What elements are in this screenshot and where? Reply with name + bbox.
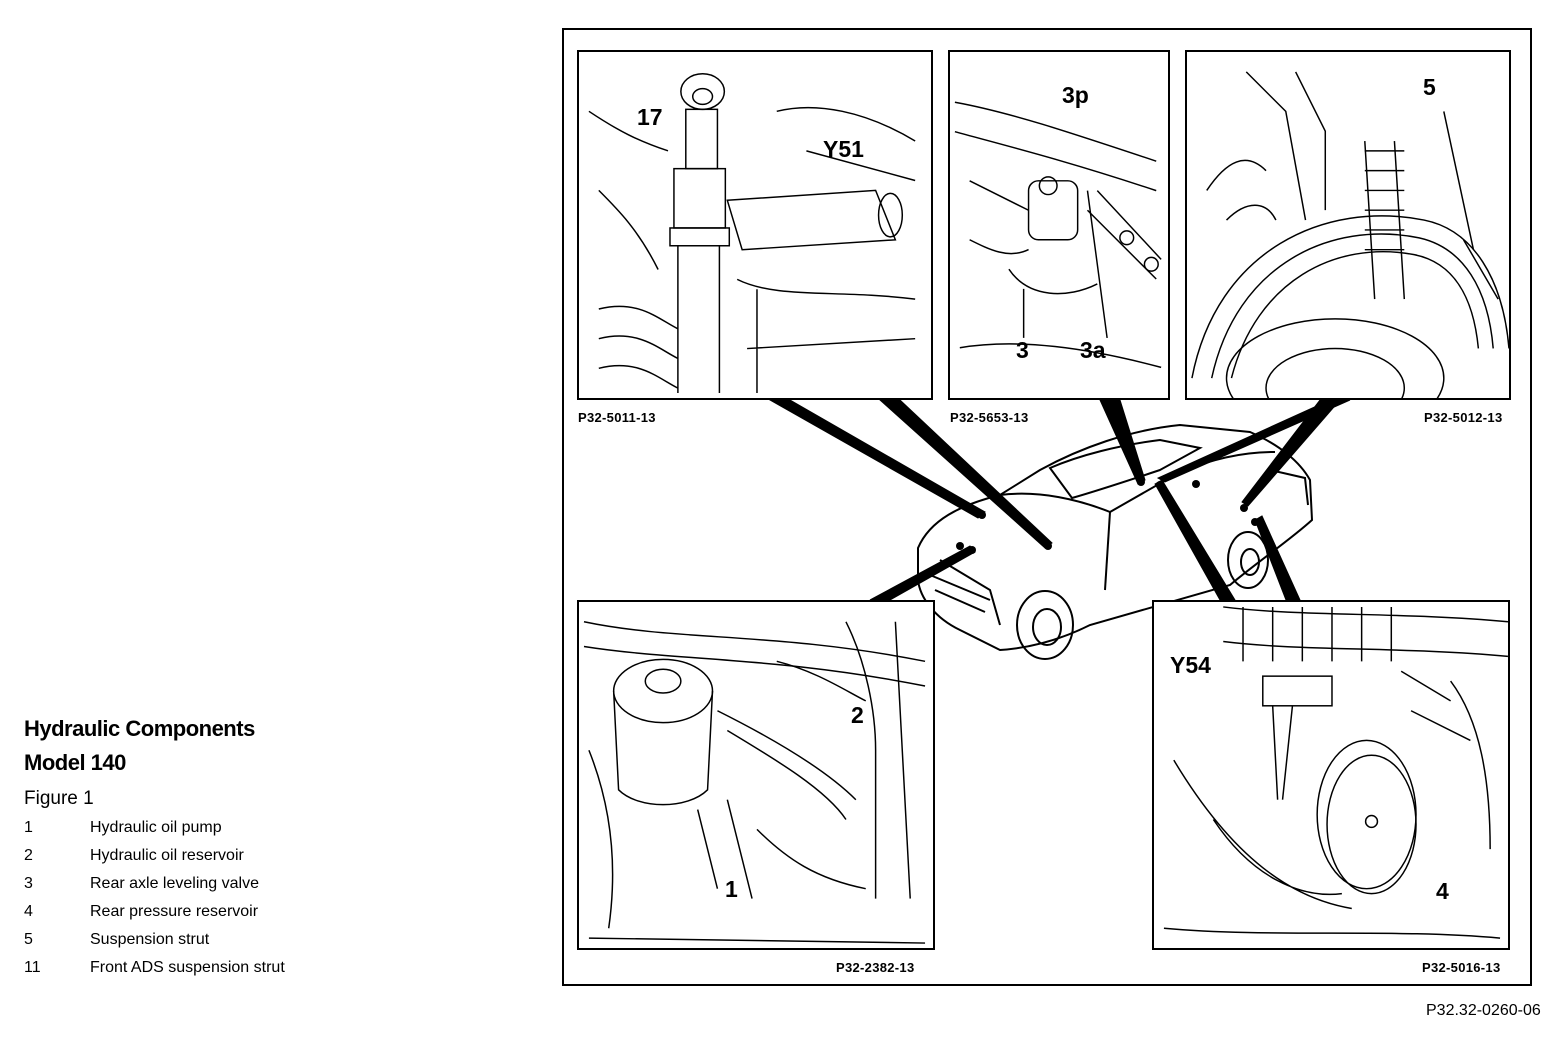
legend-item-number: 1 <box>24 819 33 836</box>
legend-item: 4 Rear pressure reservoir <box>24 898 324 926</box>
panel-code: P32-5016-13 <box>1422 960 1501 975</box>
legend-list: 1 Hydraulic oil pump 2 Hydraulic oil reser… <box>24 814 324 982</box>
legend-model: Model 140 <box>24 750 126 775</box>
legend-item-number: 2 <box>24 847 33 864</box>
figure-label: Figure 1 <box>24 788 94 809</box>
detail-panel-pressure-reservoir: Y54 4 <box>1152 600 1510 950</box>
callout-label: 4 <box>1436 878 1449 904</box>
panel-code: P32-5011-13 <box>578 410 656 425</box>
strut-illustration <box>588 73 916 394</box>
legend-item-number: 3 <box>24 875 33 892</box>
legend-item-number: 5 <box>24 931 33 948</box>
callout-label: 2 <box>851 702 864 728</box>
callout-label: Y54 <box>1170 652 1211 678</box>
legend-item-label: Hydraulic oil reservoir <box>90 847 244 864</box>
legend-title: Hydraulic Components <box>24 716 255 741</box>
legend-item: 2 Hydraulic oil reservoir <box>24 842 324 870</box>
pressure-reservoir-illustration <box>1163 606 1508 939</box>
diagram-frame <box>562 28 1532 986</box>
detail-panel-pump-reservoir: 2 1 <box>577 600 935 950</box>
legend-item: 1 Hydraulic oil pump <box>24 814 324 842</box>
figure-legend: Hydraulic Components Model 140 Figure 1 … <box>24 712 324 982</box>
callout-label: Y51 <box>823 136 864 162</box>
legend-item-label: Rear pressure reservoir <box>90 903 259 920</box>
detail-panel-leveling-valve: 3p 3 3a <box>948 50 1170 400</box>
panel-code: P32-5653-13 <box>950 410 1029 425</box>
callout-label: 5 <box>1423 74 1436 100</box>
callout-label: 3 <box>1016 337 1029 363</box>
callout-label: 17 <box>637 104 663 130</box>
valve-illustration <box>954 101 1162 369</box>
detail-panel-suspension-strut: 5 <box>1185 50 1511 400</box>
legend-item-label: Rear axle leveling valve <box>90 875 259 892</box>
legend-item: 5 Suspension strut <box>24 926 324 954</box>
legend-item-number: 11 <box>24 959 41 976</box>
pump-reservoir-illustration <box>583 621 926 944</box>
legend-item: 11 Front ADS suspension strut <box>24 954 324 982</box>
panel-code: P32-5012-13 <box>1424 410 1503 425</box>
panel-code: P32-2382-13 <box>836 960 915 975</box>
legend-item-number: 4 <box>24 903 33 920</box>
legend-item-label: Front ADS suspension strut <box>90 959 285 976</box>
callout-label: 1 <box>725 876 738 902</box>
callout-label: 3p <box>1062 82 1089 108</box>
suspension-strut-illustration <box>1191 71 1509 398</box>
legend-item-label: Hydraulic oil pump <box>90 819 222 836</box>
figure-reference: P32.32-0260-06 <box>1426 1002 1541 1019</box>
legend-item: 3 Rear axle leveling valve <box>24 870 324 898</box>
legend-item-label: Suspension strut <box>90 931 210 948</box>
detail-panel-strut: 17 Y51 <box>577 50 933 400</box>
callout-label: 3a <box>1080 337 1106 363</box>
